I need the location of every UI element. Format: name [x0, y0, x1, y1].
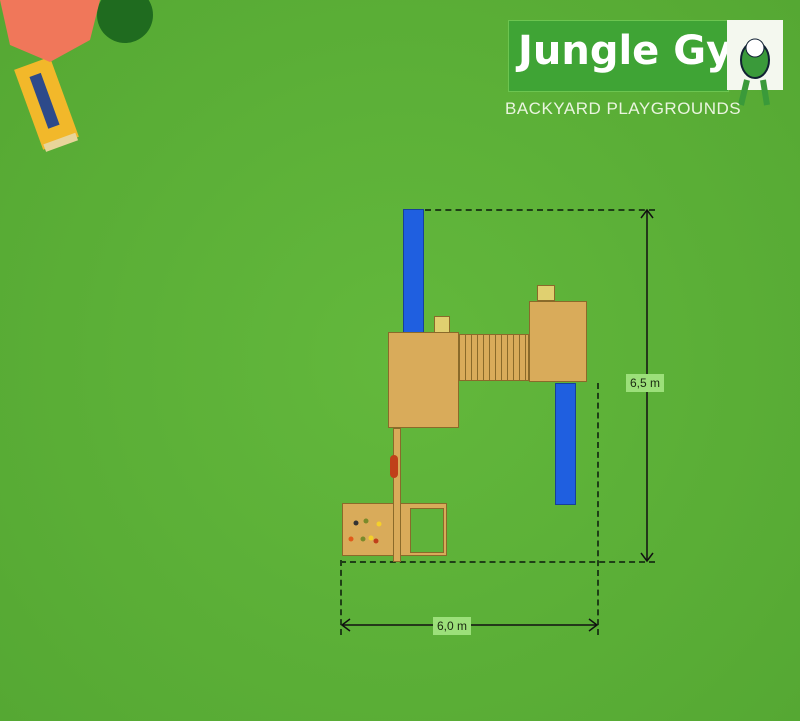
ladder-right: [537, 285, 555, 301]
bridge: [459, 334, 529, 381]
monkey-mascot-icon: [727, 20, 783, 106]
tower-right: [529, 301, 587, 382]
ladder-left: [434, 316, 450, 333]
swing-beam: [393, 428, 401, 562]
tree-icon: [97, 0, 153, 43]
swing-seat: [390, 455, 398, 478]
dimension-guide-bottom: [340, 561, 655, 563]
dimension-guide-right: [597, 383, 599, 635]
climbing-net: [410, 508, 444, 553]
dimension-guide-left: [340, 560, 342, 635]
tower-left: [388, 332, 459, 428]
width-label: 6,0 m: [433, 617, 472, 635]
climbing-holds: [348, 518, 382, 544]
dimension-guide-top: [425, 209, 655, 211]
slide-left: [403, 209, 424, 334]
logo-tagline: BACKYARD PLAYGROUNDS: [505, 99, 742, 118]
umbrella-icon: [0, 0, 100, 62]
depth-label: 6,5 m: [626, 374, 665, 392]
logo-banner: [508, 20, 729, 92]
sunbather-scene: [0, 0, 153, 152]
slide-right: [555, 383, 576, 505]
sunbed-icon: [14, 56, 79, 152]
